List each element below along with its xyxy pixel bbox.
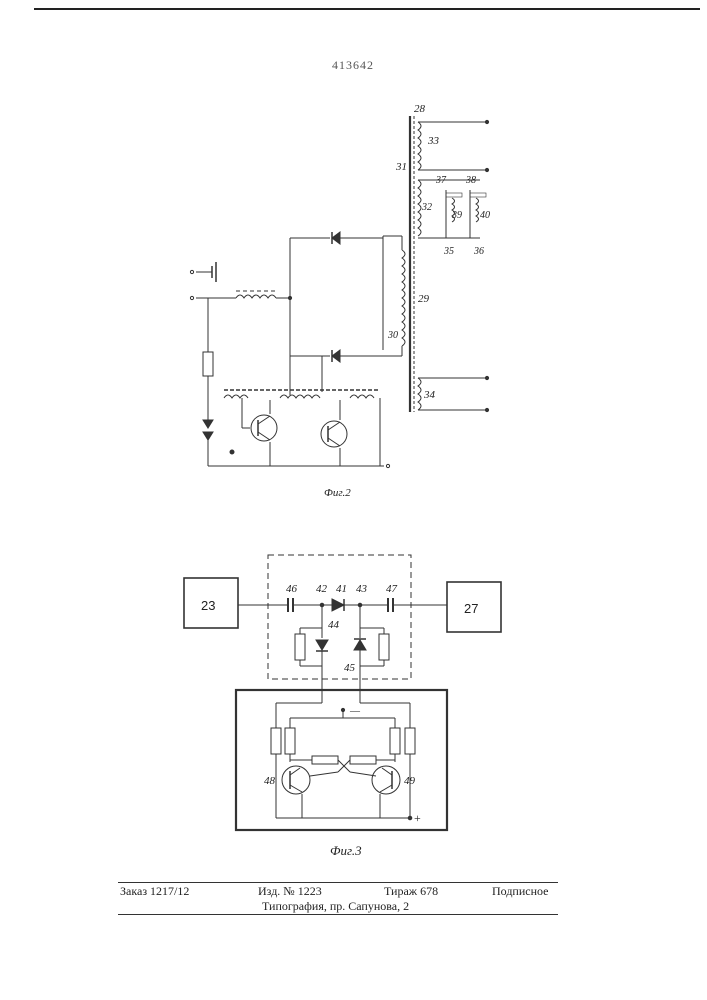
- label-46: 46: [286, 583, 298, 595]
- label-30: 30: [387, 330, 398, 341]
- label-33: 33: [427, 135, 440, 147]
- label-43: 43: [356, 583, 368, 595]
- base-winding-left: [224, 395, 248, 398]
- winding-34: [418, 378, 421, 410]
- collector-winding: [280, 395, 320, 398]
- label-48: 48: [264, 775, 276, 787]
- label-40: 40: [480, 210, 490, 221]
- label-44: 44: [328, 619, 340, 631]
- block-23-label: 23: [201, 598, 215, 613]
- dashed-module: [268, 555, 411, 679]
- label-47: 47: [386, 583, 398, 595]
- base-winding-right: [350, 395, 374, 398]
- winding-40: [476, 198, 479, 222]
- input-inductor: [236, 295, 276, 298]
- block-27-label: 27: [464, 601, 478, 616]
- fig3-caption: Фиг.3: [330, 843, 362, 858]
- footer-printer: Типография, пр. Сапунова, 2: [262, 899, 409, 914]
- diode-45: [354, 640, 366, 650]
- transistor-left: [251, 415, 277, 441]
- winding-33: [418, 122, 421, 170]
- label-35: 35: [443, 246, 454, 257]
- figure-2: [190, 116, 488, 468]
- diode-44: [316, 640, 328, 650]
- footer-rule-top: [118, 882, 558, 883]
- diode-lower: [332, 350, 340, 362]
- label-32: 32: [421, 202, 432, 213]
- diode-upper: [332, 232, 340, 244]
- label-31: 31: [395, 161, 407, 173]
- transistor-right: [321, 421, 347, 447]
- figure-3: [184, 555, 501, 830]
- label-42: 42: [316, 583, 328, 595]
- label-39: 39: [451, 210, 462, 221]
- label-41: 41: [336, 583, 347, 595]
- resistor-right-branch: [379, 634, 389, 660]
- label-36: 36: [473, 246, 484, 257]
- label-29: 29: [418, 293, 430, 305]
- resistor-bias: [203, 352, 213, 376]
- minus-sign: —: [349, 706, 361, 717]
- footer-subscription: Подписное: [492, 884, 549, 899]
- label-37: 37: [435, 175, 447, 186]
- zener-diode: [203, 420, 213, 428]
- winding-29-30: [402, 250, 405, 346]
- label-49: 49: [404, 775, 416, 787]
- label-38: 38: [465, 175, 476, 186]
- label-28: 28: [414, 103, 426, 115]
- fig2-caption: Фиг.2: [324, 487, 351, 499]
- resistor-left-branch: [295, 634, 305, 660]
- winding-32: [418, 180, 421, 236]
- footer-rule-bottom: [118, 914, 558, 915]
- footer-edition: Изд. № 1223: [258, 884, 322, 899]
- label-34: 34: [423, 389, 436, 401]
- diode-41: [332, 599, 344, 611]
- footer-order: Заказ 1217/12: [120, 884, 189, 899]
- label-45: 45: [344, 662, 356, 674]
- footer-circulation: Тираж 678: [384, 884, 438, 899]
- plus-sign: +: [414, 811, 421, 825]
